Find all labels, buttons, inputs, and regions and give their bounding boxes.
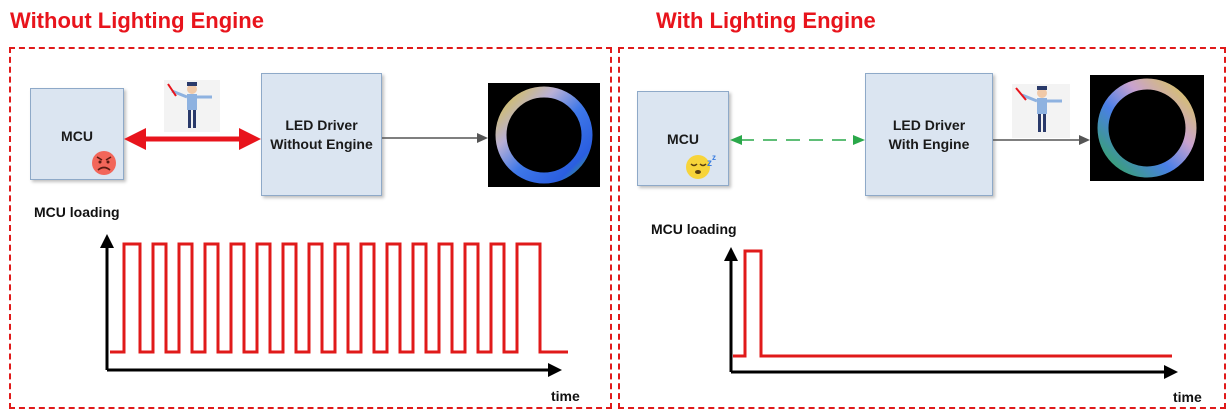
left-driver-label-line2: Without Engine (270, 135, 373, 152)
left-led-ring (488, 83, 600, 187)
right-loading-axes (724, 247, 1178, 379)
left-title: Without Lighting Engine (10, 8, 264, 33)
left-mcu-label: MCU (61, 128, 93, 144)
svg-text:z: z (712, 153, 716, 162)
left-led-driver-box: LED Driver Without Engine (261, 73, 382, 196)
right-mcu-box: MCU (637, 91, 729, 186)
angry-face-icon (92, 151, 116, 175)
left-driver-label-line1: LED Driver (285, 116, 358, 133)
right-mcu-label: MCU (667, 131, 699, 147)
right-led-ring (1090, 75, 1204, 181)
left-mcu-driver-link (124, 128, 261, 150)
right-loading-label: MCU loading (651, 221, 737, 237)
svg-text:z: z (707, 158, 712, 169)
right-time-label: time (1173, 389, 1202, 405)
right-title: With Lighting Engine (656, 8, 876, 33)
left-time-label: time (551, 388, 580, 404)
right-panel (618, 47, 1226, 409)
left-loading-label: MCU loading (34, 204, 120, 220)
left-panel (9, 47, 612, 409)
left-loading-signal (110, 242, 568, 354)
right-led-driver-box: LED Driver With Engine (865, 73, 993, 196)
right-mcu-driver-link (730, 135, 865, 145)
sleeping-face-icon: z z (686, 153, 716, 179)
right-driver-ring-arrow (993, 135, 1090, 145)
left-loading-axes (100, 234, 562, 377)
left-driver-ring-arrow (382, 133, 488, 143)
right-loading-signal (733, 249, 1172, 358)
left-officer-figure-icon (164, 80, 220, 132)
right-driver-label-line1: LED Driver (892, 116, 966, 133)
right-driver-label-line2: With Engine (888, 135, 970, 152)
right-officer-figure-icon (1012, 84, 1070, 138)
